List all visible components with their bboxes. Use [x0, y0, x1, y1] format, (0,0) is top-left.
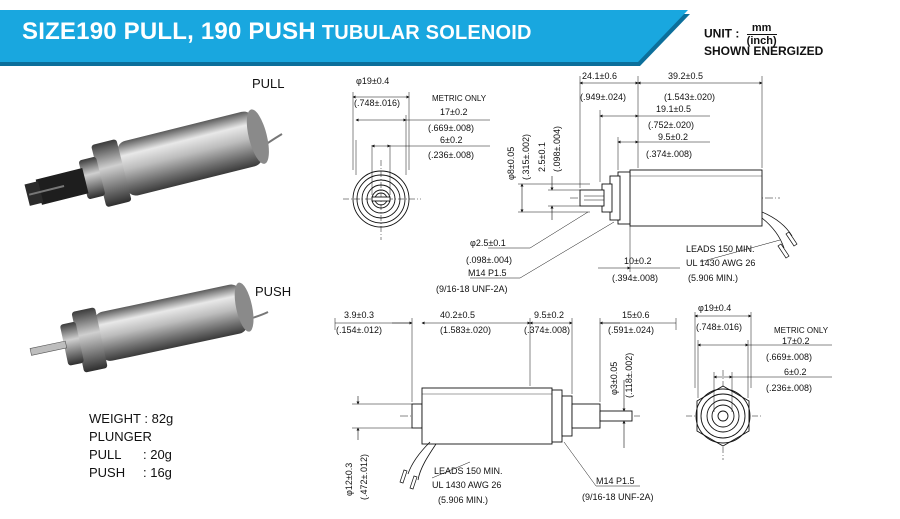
pull-solenoid-photo	[24, 109, 283, 207]
push-end-d17: 17±0.2	[782, 336, 809, 346]
push-side-d95-inch: (.374±.008)	[524, 325, 570, 335]
push-end-d6-inch: (.236±.008)	[766, 383, 812, 393]
push-side-dia12-inch: (.472±.012)	[359, 454, 369, 500]
title-sub: TUBULAR SOLENOID	[321, 22, 532, 44]
push-end-metric-only: METRIC ONLY	[774, 326, 829, 335]
pull-side-d24-inch: (.949±.024)	[580, 92, 626, 102]
spec-weight: WEIGHT : 82g	[89, 411, 174, 426]
push-end-d17-inch: (.669±.008)	[766, 352, 812, 362]
push-side-leads-1: LEADS 150 MIN.	[434, 466, 503, 476]
pull-side-dia25-inch: (.098±.004)	[466, 255, 512, 265]
pull-side-d39: 39.2±0.5	[668, 71, 703, 81]
pull-side-leads-2: UL 1430 AWG 26	[686, 258, 755, 268]
unit-note: UNIT : mm (inch)	[704, 22, 777, 47]
push-end-dia-label: φ19±0.4	[698, 303, 731, 313]
push-end-dia-inch: (.748±.016)	[696, 322, 742, 332]
pull-photo-label: PULL	[252, 76, 285, 91]
unit-label: UNIT :	[704, 26, 740, 41]
push-side-d39: 3.9±0.3	[344, 310, 374, 320]
spec-push-key: PUSH	[89, 465, 126, 480]
title-banner	[0, 10, 690, 66]
push-end-d6: 6±0.2	[784, 367, 806, 377]
pull-side-d95-inch: (.374±.008)	[646, 149, 692, 159]
push-side-dia12: φ12±0.3	[344, 463, 354, 496]
banner-shape	[0, 10, 690, 66]
push-side-d39-inch: (.154±.012)	[336, 325, 382, 335]
push-side-d15-inch: (.591±.024)	[608, 325, 654, 335]
pull-side-leads-1: LEADS 150 MIN.	[686, 244, 755, 254]
push-side-d95: 9.5±0.2	[534, 310, 564, 320]
pull-side-dia8: φ8±0.05	[506, 147, 516, 180]
pull-end-view	[343, 92, 490, 240]
title-main: SIZE190 PULL, 190 PUSH	[22, 18, 316, 45]
pull-end-d6-inch: (.236±.008)	[428, 150, 474, 160]
spec-pull-value: : 20g	[143, 447, 172, 462]
push-solenoid-photo	[29, 282, 269, 373]
unit-fraction: mm (inch)	[746, 22, 777, 47]
pull-side-d24: 24.1±0.6	[582, 71, 617, 81]
pull-end-d17: 17±0.2	[440, 107, 467, 117]
pull-end-dia-label: φ19±0.4	[356, 76, 389, 86]
shown-energized-note: SHOWN ENERGIZED	[704, 44, 824, 58]
spec-push-value: : 16g	[143, 465, 172, 480]
pull-side-d10: 10±0.2	[624, 256, 651, 266]
push-side-leads-2: UL 1430 AWG 26	[432, 480, 501, 490]
pull-side-d25-inch: (.098±.004)	[552, 126, 562, 172]
pull-side-view	[470, 76, 798, 279]
push-side-d402-inch: (1.583±.020)	[440, 325, 491, 335]
push-end-view	[686, 312, 832, 460]
push-side-d402: 40.2±0.5	[440, 310, 475, 320]
push-side-dia3-inch: (.118±.002)	[624, 353, 634, 398]
pull-side-thread-inch: (9/16-18 UNF-2A)	[436, 284, 508, 294]
push-side-thread-inch: (9/16-18 UNF-2A)	[582, 492, 654, 502]
pull-side-d19: 19.1±0.5	[656, 104, 691, 114]
pull-side-d39-inch: (1.543±.020)	[664, 92, 715, 102]
unit-numerator: mm	[746, 22, 777, 35]
pull-end-metric-only: METRIC ONLY	[432, 94, 487, 103]
weight-specs: WEIGHT : 82g PLUNGER PULL : 20g PUSH : 16g	[89, 410, 173, 482]
pull-end-dia-inch: (.748±.016)	[354, 98, 400, 108]
pull-side-leads-3: (5.906 MIN.)	[688, 273, 738, 283]
pull-side-dia25: φ2.5±0.1	[470, 238, 506, 248]
unit-denominator: (inch)	[746, 35, 777, 47]
pull-side-d25: 2.5±0.1	[537, 142, 547, 172]
pull-side-d95: 9.5±0.2	[658, 132, 688, 142]
spec-pull-key: PULL	[89, 447, 122, 462]
pull-side-thread: M14 P1.5	[468, 268, 507, 278]
push-side-leads-3: (5.906 MIN.)	[438, 495, 488, 505]
pull-end-d17-inch: (.669±.008)	[428, 123, 474, 133]
push-photo-label: PUSH	[255, 284, 292, 299]
spec-pull-row: PULL : 20g	[89, 446, 173, 464]
push-side-d15: 15±0.6	[622, 310, 649, 320]
spec-push-row: PUSH : 16g	[89, 464, 173, 482]
pull-end-d6: 6±0.2	[440, 135, 462, 145]
push-side-dia3: φ3±0.05	[609, 362, 619, 395]
push-side-view	[334, 318, 677, 490]
pull-side-d10-inch: (.394±.008)	[612, 273, 658, 283]
pull-side-d19-inch: (.752±.020)	[648, 120, 694, 130]
spec-plunger-heading: PLUNGER	[89, 429, 152, 444]
push-side-thread: M14 P1.5	[596, 476, 635, 486]
pull-side-dia8-inch: (.315±.002)	[521, 134, 531, 180]
